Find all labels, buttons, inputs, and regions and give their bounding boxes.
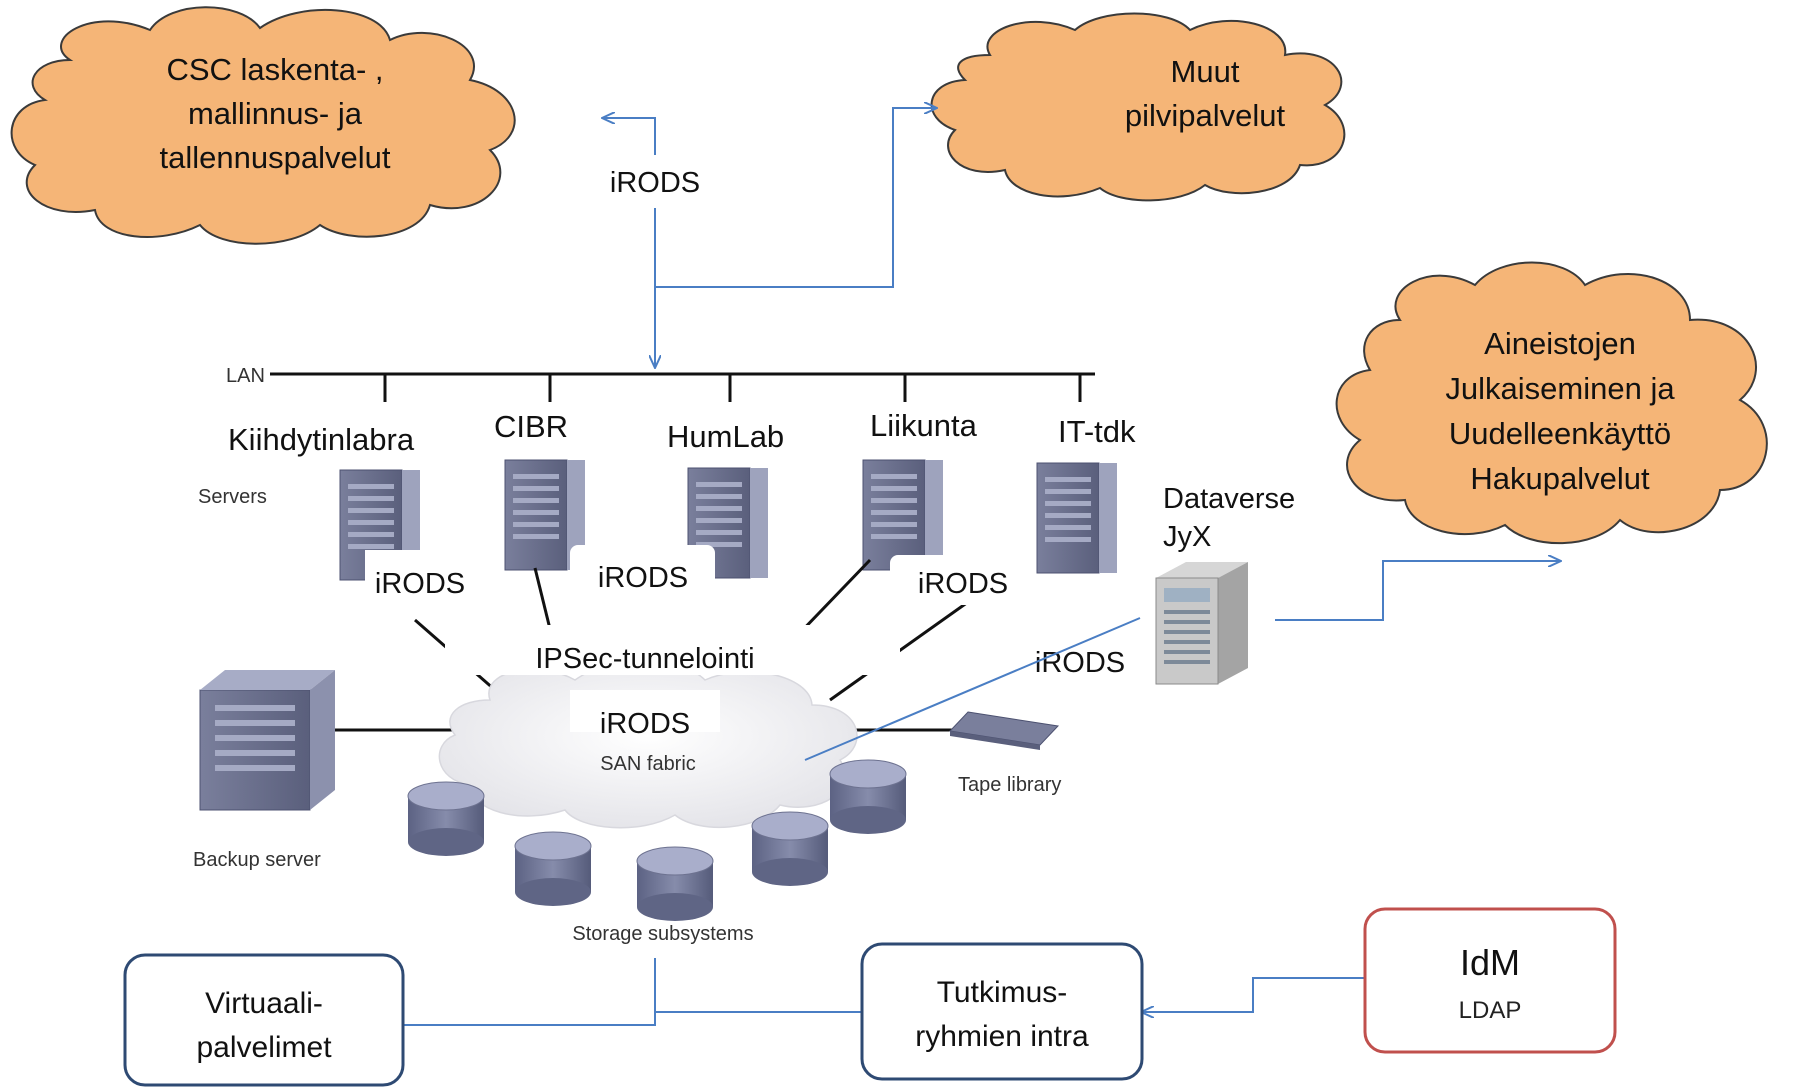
san-section: IPSec-tunnelointi iRODS SAN fabric iRODS…: [193, 545, 1061, 945]
lan: LAN Servers Kiihdytinlabra CIBR HumLab L…: [198, 365, 1136, 581]
cloud-muut-line2: pilvipalvelut: [1125, 98, 1286, 133]
irods-label-bg-2: [570, 545, 715, 595]
cloud-muut-line1: Muut: [1171, 54, 1240, 89]
dataverse-label-line1: Dataverse: [1163, 483, 1295, 515]
connector-dataverse-san: [804, 617, 1141, 761]
unit-liikunta: Liikunta: [870, 408, 978, 443]
connector-to-aineistot: [1275, 561, 1560, 621]
tape-library-label: Tape library: [958, 774, 1061, 796]
unit-kiihdytinlabra: Kiihdytinlabra: [228, 422, 415, 457]
dataverse-server-icon: [1155, 562, 1248, 685]
irods-label-dataverse: iRODS: [1035, 647, 1125, 679]
cloud-aineistot-line4: Hakupalvelut: [1470, 461, 1650, 496]
cloud-csc-line1: CSC laskenta- ,: [166, 52, 383, 87]
box-idm-title: IdM: [1460, 942, 1520, 983]
top-connectors: iRODS: [603, 108, 936, 367]
server-it-tdk-icon: [1036, 462, 1118, 574]
unit-cibr: CIBR: [494, 409, 568, 444]
box-idm: IdM LDAP: [1363, 907, 1617, 1054]
cloud-aineistot-line1: Aineistojen: [1484, 326, 1636, 361]
ipsec-label: IPSec-tunnelointi: [535, 643, 754, 675]
cloud-csc-line3: tallennuspalvelut: [160, 140, 391, 175]
box-tutkimusryhmien-intra: Tutkimus- ryhmien intra: [860, 942, 1144, 1081]
cloud-aineistot-shape: [1335, 261, 1768, 545]
bottom-section: Virtuaali- palvelimet Tutkimus- ryhmien …: [123, 907, 1617, 1087]
connector-idm-to-intra: [1142, 977, 1365, 1012]
san-fabric-label: SAN fabric: [600, 753, 696, 775]
box-idm-subtitle: LDAP: [1459, 997, 1522, 1024]
cloud-csc-line2: mallinnus- ja: [188, 96, 363, 131]
cloud-muut: Muut pilvipalvelut: [930, 12, 1346, 202]
ipsec-label-bg: [445, 625, 900, 675]
cloud-muut-shape: [930, 12, 1346, 202]
box-intra-line1: Tutkimus-: [937, 976, 1068, 1009]
irods-label-bg-3: [890, 555, 1035, 605]
backup-server-label: Backup server: [193, 849, 321, 871]
storage-disk-1-icon: [407, 781, 485, 857]
connector-san-to-virtual: [403, 958, 656, 1026]
server-liikunta-icon: [862, 459, 944, 571]
irods-label-bg-san: [570, 690, 720, 732]
connector-to-csc: [603, 118, 656, 155]
servers-label: Servers: [198, 486, 267, 508]
storage-disk-4-icon: [751, 811, 829, 887]
lan-label: LAN: [226, 365, 265, 387]
storage-disk-3-icon: [636, 846, 714, 922]
dataverse-label-line2: JyX: [1163, 521, 1211, 553]
backup-server-icon: [199, 670, 335, 811]
cloud-aineistot: Aineistojen Julkaiseminen ja Uudelleenkä…: [1335, 261, 1768, 545]
unit-humlab: HumLab: [667, 419, 784, 454]
irods-label-3: iRODS: [918, 568, 1008, 600]
box-virtualipalvelimet: Virtuaali- palvelimet: [123, 953, 405, 1087]
irods-label-san: iRODS: [600, 708, 690, 740]
irods-label-2: iRODS: [598, 562, 688, 594]
dataverse-node: Dataverse JyX iRODS: [804, 483, 1560, 761]
irods-label-bg-1: [365, 550, 475, 596]
irods-label-top: iRODS: [610, 167, 700, 199]
storage-disk-2-icon: [514, 831, 592, 907]
cloud-csc: CSC laskenta- , mallinnus- ja tallennusp…: [10, 6, 516, 245]
irods-label-1: iRODS: [375, 568, 465, 600]
cloud-csc-shape: [10, 6, 516, 245]
storage-disk-5-icon: [829, 759, 907, 835]
box-virtual-line1: Virtuaali-: [205, 987, 323, 1020]
tape-library-icon: [948, 711, 1060, 750]
unit-it-tdk: IT-tdk: [1058, 414, 1136, 449]
storage-subsystems-label: Storage subsystems: [572, 923, 753, 945]
cloud-aineistot-line2: Julkaiseminen ja: [1445, 371, 1675, 406]
box-virtual-line2: palvelimet: [196, 1031, 332, 1064]
box-intra-line2: ryhmien intra: [915, 1020, 1089, 1053]
cloud-aineistot-line3: Uudelleenkäyttö: [1449, 416, 1671, 451]
san-cloud-shape: [438, 660, 858, 829]
connector-to-muut: [655, 108, 936, 288]
